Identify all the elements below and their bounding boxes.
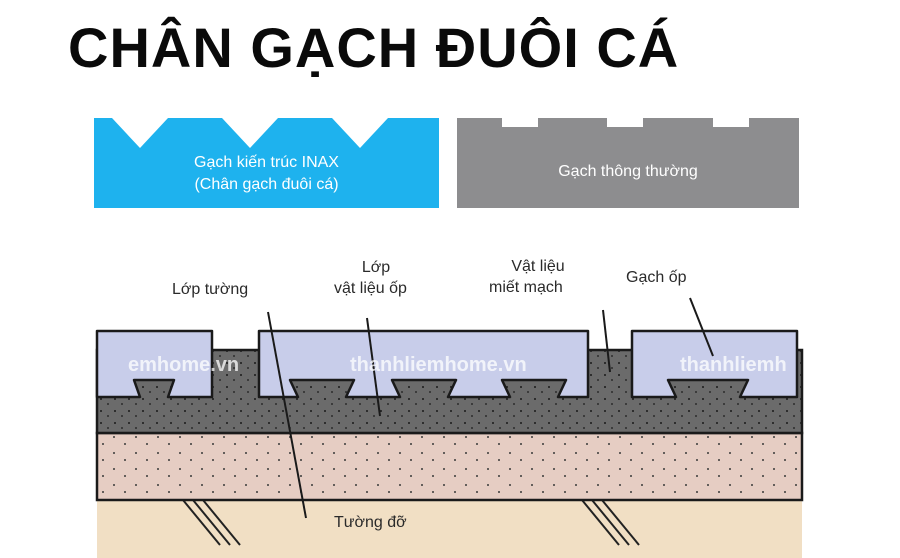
shallow-groove: [502, 118, 538, 127]
page-title: CHÂN GẠCH ĐUÔI CÁ: [68, 16, 680, 79]
watermark: thanhliemhome.vn: [350, 354, 527, 376]
wall-hatch: [182, 499, 640, 546]
shallow-groove: [607, 118, 643, 127]
shallow-groove: [713, 118, 749, 127]
adhesive-label-line2: vật liệu ốp: [334, 280, 407, 297]
grout-label-line1: Vật liệu: [511, 258, 565, 275]
support-wall-label: Tường đỡ: [334, 514, 407, 531]
adhesive-layer-label: Lớp: [336, 258, 416, 279]
inax-tile-label-line2: (Chân gạch đuôi cá): [194, 176, 339, 193]
grout-label-line2: miết mạch: [489, 279, 563, 296]
inax-tile-panel: Gạch kiến trúc INAX (Chân gạch đuôi cá): [94, 118, 439, 208]
dovetail-notch: [222, 118, 278, 148]
adhesive-label-line1: Lớp: [361, 259, 391, 276]
watermark: emhome.vn: [128, 354, 240, 376]
support-wall-layer: [97, 500, 802, 558]
tile: [95, 329, 799, 399]
normal-tile-panel: Gạch thông thường: [457, 118, 799, 208]
tile-label: Gạch ốp: [626, 269, 687, 286]
watermark: thanhliemh: [680, 354, 787, 376]
dovetail-notch: [112, 118, 168, 148]
dovetail-notch: [332, 118, 388, 148]
normal-tile-label: Gạch thông thường: [558, 163, 698, 181]
wall-layer-label: Lớp tường: [172, 281, 249, 298]
leader-lines: [267, 297, 714, 519]
inax-tile-label-line1: Gạch kiến trúc INAX: [194, 154, 339, 172]
